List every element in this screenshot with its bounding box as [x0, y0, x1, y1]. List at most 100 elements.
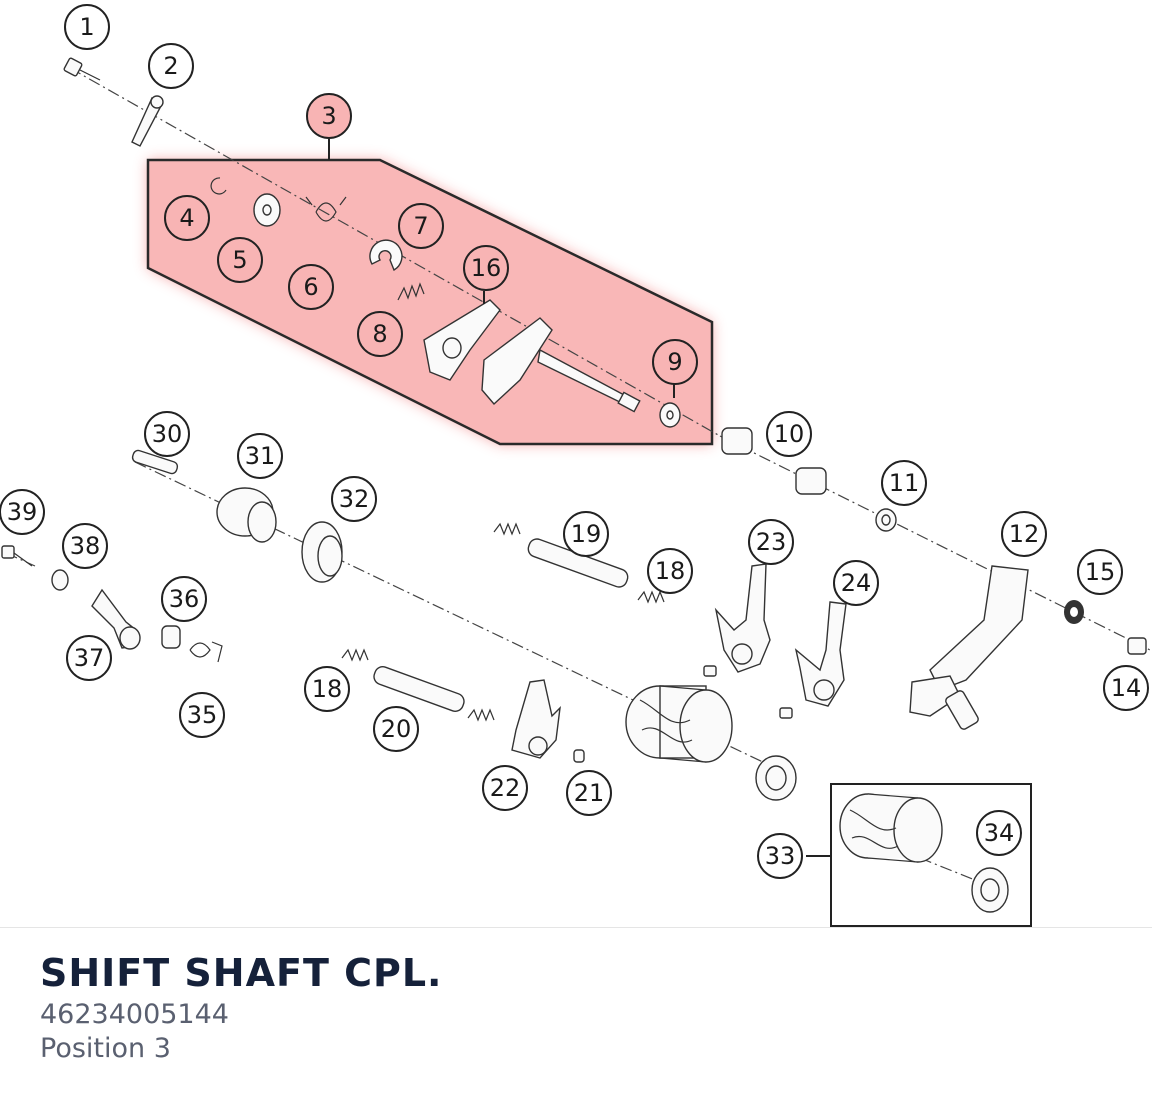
callout-38[interactable]: 38 — [62, 523, 108, 569]
part-title: SHIFT SHAFT CPL. — [40, 951, 443, 995]
callout-18-lower[interactable]: 18 — [304, 666, 350, 712]
callout-2[interactable]: 2 — [148, 43, 194, 89]
svg-text:22: 22 — [490, 774, 521, 802]
part-bearing-32[interactable] — [301, 521, 343, 583]
callout-31[interactable]: 31 — [237, 433, 283, 479]
callout-9[interactable]: 9 — [652, 339, 698, 385]
svg-text:24: 24 — [841, 569, 872, 597]
part-pin-30[interactable] — [131, 449, 179, 475]
callout-14[interactable]: 14 — [1103, 665, 1149, 711]
svg-text:36: 36 — [169, 585, 200, 613]
part-washer-9[interactable] — [659, 402, 681, 428]
part-shift-drum[interactable] — [625, 685, 797, 801]
callout-22[interactable]: 22 — [482, 765, 528, 811]
svg-text:9: 9 — [667, 348, 682, 376]
svg-text:33: 33 — [765, 842, 796, 870]
callout-6[interactable]: 6 — [288, 264, 334, 310]
part-washer-38[interactable] — [51, 569, 69, 591]
svg-text:18: 18 — [655, 557, 686, 585]
callout-3[interactable]: 3 — [306, 93, 352, 139]
part-spring-6[interactable] — [305, 196, 347, 222]
svg-text:10: 10 — [774, 420, 805, 448]
part-shift-star-31[interactable] — [216, 487, 277, 543]
part-number: 46234005144 — [40, 999, 229, 1030]
svg-text:37: 37 — [74, 644, 105, 672]
svg-text:21: 21 — [574, 779, 605, 807]
svg-text:15: 15 — [1085, 558, 1116, 586]
part-guide-7[interactable] — [369, 239, 403, 272]
part-bushing-36[interactable] — [161, 625, 181, 649]
part-spring-35[interactable] — [189, 641, 223, 663]
part-info-panel: SHIFT SHAFT CPL. 46234005144 Position 3 — [40, 948, 443, 1066]
exploded-parts-diagram: 1 2 3 4 5 6 7 8 9 10 11 12 14 15 16 18 1… — [0, 4, 1151, 927]
callout-20[interactable]: 20 — [373, 706, 419, 752]
part-pin-21[interactable] — [573, 749, 585, 763]
part-drum-33-box[interactable] — [806, 783, 1032, 927]
part-lever-2[interactable] — [131, 95, 164, 147]
callout-39[interactable]: 39 — [0, 489, 45, 535]
part-ring-11[interactable] — [875, 508, 897, 532]
callout-16[interactable]: 16 — [463, 245, 509, 291]
svg-text:32: 32 — [339, 485, 370, 513]
svg-text:14: 14 — [1111, 674, 1142, 702]
callout-32[interactable]: 32 — [331, 476, 377, 522]
part-bearing-34[interactable] — [971, 867, 1009, 913]
part-rod-20[interactable] — [372, 664, 466, 713]
svg-text:30: 30 — [152, 420, 183, 448]
part-shift-lever-12[interactable] — [909, 565, 1029, 731]
part-clip-4[interactable] — [210, 177, 227, 195]
part-lever-37[interactable] — [91, 588, 141, 650]
svg-text:8: 8 — [372, 320, 387, 348]
callout-37[interactable]: 37 — [66, 635, 112, 681]
part-fork-22[interactable] — [511, 679, 561, 759]
part-shift-shaft-16[interactable] — [423, 299, 641, 413]
callout-33[interactable]: 33 — [757, 833, 803, 879]
svg-text:34: 34 — [984, 819, 1015, 847]
svg-text:12: 12 — [1009, 520, 1040, 548]
svg-text:31: 31 — [245, 442, 276, 470]
callout-4[interactable]: 4 — [164, 195, 210, 241]
divider — [0, 927, 1152, 928]
callout-18-upper[interactable]: 18 — [647, 548, 693, 594]
callout-1[interactable]: 1 — [64, 4, 110, 50]
svg-text:20: 20 — [381, 715, 412, 743]
callout-30[interactable]: 30 — [144, 411, 190, 457]
svg-text:19: 19 — [571, 520, 602, 548]
callout-8[interactable]: 8 — [357, 311, 403, 357]
part-bushing-10[interactable] — [721, 427, 827, 495]
svg-text:3: 3 — [321, 102, 336, 130]
part-seal-15[interactable] — [1064, 600, 1084, 624]
part-spring-8[interactable] — [397, 282, 425, 301]
callout-23[interactable]: 23 — [748, 519, 794, 565]
svg-text:16: 16 — [471, 254, 502, 282]
part-bolt-39[interactable] — [1, 545, 33, 567]
svg-text:1: 1 — [79, 13, 94, 41]
callout-19[interactable]: 19 — [563, 511, 609, 557]
callout-5[interactable]: 5 — [217, 237, 263, 283]
svg-text:2: 2 — [163, 52, 178, 80]
callout-36[interactable]: 36 — [161, 576, 207, 622]
part-spring-18[interactable] — [341, 522, 665, 722]
part-bolt-14[interactable] — [1127, 637, 1147, 655]
callout-15[interactable]: 15 — [1077, 549, 1123, 595]
part-washer-5[interactable] — [253, 193, 281, 227]
callout-11[interactable]: 11 — [881, 460, 927, 506]
svg-text:38: 38 — [70, 532, 101, 560]
callout-35[interactable]: 35 — [179, 692, 225, 738]
callout-24[interactable]: 24 — [833, 560, 879, 606]
callout-21[interactable]: 21 — [566, 770, 612, 816]
part-fork-23[interactable] — [703, 563, 771, 677]
callout-10[interactable]: 10 — [766, 411, 812, 457]
svg-text:18: 18 — [312, 675, 343, 703]
leader-lines — [328, 139, 675, 398]
svg-text:4: 4 — [179, 204, 194, 232]
part-bolt-1[interactable] — [63, 57, 101, 81]
svg-text:5: 5 — [232, 246, 247, 274]
part-fork-24[interactable] — [779, 601, 847, 719]
svg-text:11: 11 — [889, 469, 920, 497]
callout-7[interactable]: 7 — [398, 203, 444, 249]
callout-12[interactable]: 12 — [1001, 511, 1047, 557]
svg-text:39: 39 — [7, 498, 38, 526]
svg-text:23: 23 — [756, 528, 787, 556]
callout-34[interactable]: 34 — [976, 810, 1022, 856]
